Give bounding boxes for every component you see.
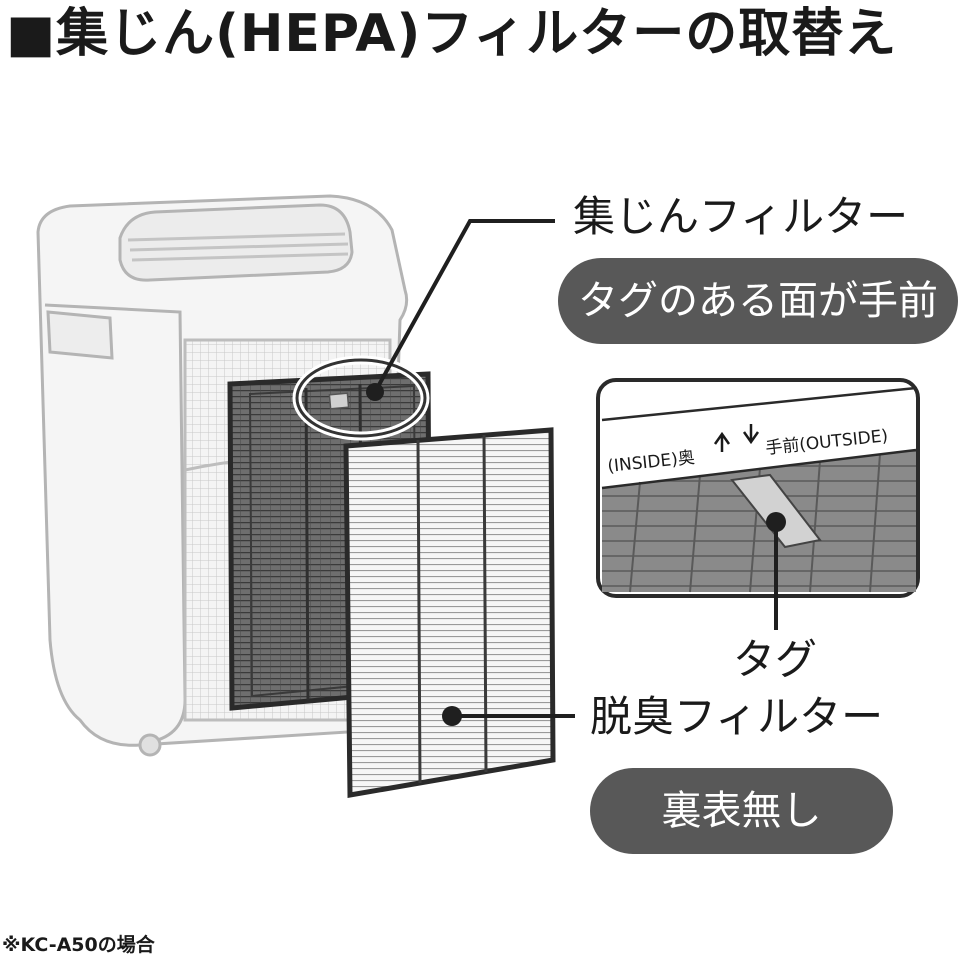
deodorizing-filter-label: 脱臭フィルター: [590, 692, 884, 741]
deodorizing-filter-note-pill: 裏表無し: [590, 768, 893, 854]
dust-filter-label: 集じんフィルター: [573, 192, 909, 241]
dust-filter-note-pill: タグのある面が手前: [558, 258, 958, 344]
deodorizing-filter-panel: [343, 427, 556, 798]
tag-closeup-inset: [596, 378, 920, 598]
footnote: ※KC-A50の場合: [2, 934, 155, 956]
dust-filter-leader: [373, 219, 555, 393]
tag-label: タグ: [733, 635, 818, 684]
page-title: ■集じん(HEPA)フィルターの取替え: [6, 4, 898, 64]
